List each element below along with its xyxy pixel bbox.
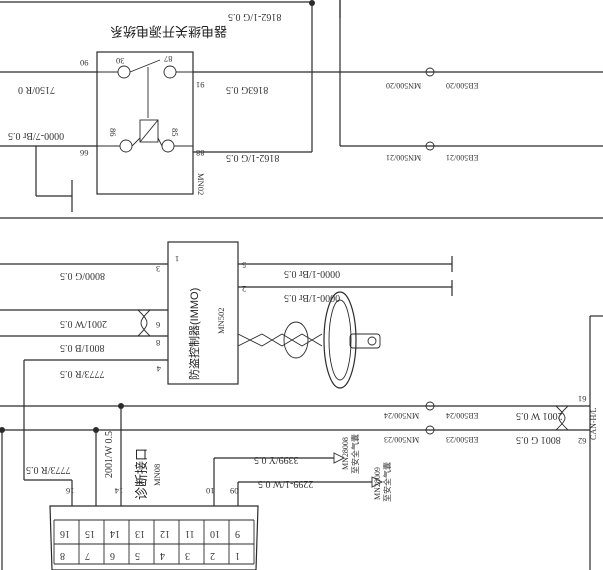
pin-30: 30 — [116, 56, 125, 66]
svg-text:5: 5 — [242, 260, 246, 270]
svg-text:EB500/21: EB500/21 — [446, 153, 478, 162]
wire-label-8163: 8163G 0.5 — [226, 84, 268, 95]
obd-pin-11: 11 — [185, 528, 195, 539]
svg-text:至安全气囊: 至安全气囊 — [382, 462, 392, 502]
wire-label-7773: 7773/R 0.5 — [60, 368, 104, 379]
svg-text:16: 16 — [66, 486, 75, 496]
obd-pin-12: 12 — [160, 528, 170, 539]
wire-label-8162b: 8162-1/G 0.5 — [226, 152, 279, 163]
wire-label-2299: 2299-1/W 0.5 — [258, 478, 313, 489]
pin-85: 85 — [170, 128, 180, 137]
svg-text:至安全气囊: 至安全气囊 — [350, 434, 360, 474]
wire-label-0000-1a: 0000-1/Br 0.5 — [284, 268, 340, 279]
immo-title: 防盗控制器(IMMO) — [187, 288, 201, 380]
pin-87: 87 — [164, 54, 173, 64]
svg-text:62: 62 — [578, 436, 587, 446]
relay-contact-30 — [117, 65, 131, 79]
immo-part: MN502 — [216, 308, 226, 334]
svg-text:EB500/24: EB500/24 — [446, 411, 478, 420]
wire-label-0000-7: 0000-7/Br 0.5 — [8, 130, 64, 141]
obd-pin-10: 10 — [210, 528, 220, 539]
svg-text:2: 2 — [242, 284, 246, 294]
svg-text:8001 G 0.5: 8001 G 0.5 — [516, 434, 561, 445]
relay-contact-85 — [161, 139, 175, 153]
obd-pin-14: 14 — [110, 528, 120, 539]
relay-switch-arm — [129, 59, 161, 73]
obd-pin-15: 15 — [85, 528, 95, 539]
connector-eb500-21 — [425, 141, 435, 151]
obd-pin-1: 1 — [235, 550, 240, 561]
arrow-airbag-2 — [371, 476, 384, 488]
svg-text:4: 4 — [156, 364, 161, 374]
svg-text:8: 8 — [156, 338, 160, 348]
svg-text:3: 3 — [156, 264, 160, 274]
wire-label-3399: 3399/Y 0.5 — [254, 454, 299, 465]
pin-66: 66 — [80, 148, 89, 158]
svg-text:6: 6 — [156, 320, 160, 330]
arrow-airbag-1 — [333, 452, 346, 464]
obd-pin-3: 3 — [185, 550, 190, 561]
svg-text:10: 10 — [206, 486, 215, 496]
svg-text:MN500/24: MN500/24 — [384, 411, 419, 420]
svg-text:MN500/23: MN500/23 — [384, 435, 419, 444]
twisted-pair-left — [137, 309, 151, 337]
obd-pin-13: 13 — [135, 528, 145, 539]
connector-eb500-24 — [425, 401, 435, 411]
relay-contact-86 — [119, 139, 133, 153]
svg-text:MN28008: MN28008 — [341, 437, 350, 470]
svg-text:MN500/20: MN500/20 — [386, 81, 421, 90]
antenna-wires — [237, 333, 323, 347]
key-icon — [349, 333, 381, 349]
obd-title: 诊断接口 — [134, 448, 149, 500]
pin-91: 91 — [196, 80, 205, 90]
wire-label-7150: 7150/R 0 — [18, 84, 55, 95]
immo-box — [167, 241, 239, 385]
svg-text:EB500/20: EB500/20 — [446, 81, 478, 90]
can-label: CAN-H/L — [589, 407, 598, 440]
connector-eb500-20 — [425, 67, 435, 77]
connector-eb500-23 — [425, 425, 435, 435]
wire-label-8001: 8001/B 0.5 — [60, 342, 104, 353]
obd-pin-16: 16 — [60, 528, 70, 539]
obd-pin-2: 2 — [210, 550, 215, 561]
relay-coil — [139, 119, 159, 143]
obd-part: MN08 — [152, 464, 162, 486]
key-ring-icon — [323, 291, 357, 389]
wire-label-2001-w05: 2001/W 0.5 — [104, 431, 115, 478]
svg-text:MN500/21: MN500/21 — [386, 153, 421, 162]
pin-88: 88 — [196, 148, 205, 158]
relay-box — [96, 51, 194, 195]
svg-text:09: 09 — [230, 486, 239, 496]
svg-text:61: 61 — [578, 394, 587, 404]
svg-text:14: 14 — [114, 486, 123, 496]
svg-text:2001 W 0.5: 2001 W 0.5 — [516, 410, 563, 421]
obd-pin-9: 9 — [235, 528, 240, 539]
relay-title: 器电继关开源电统系 — [110, 24, 227, 39]
obd-pin-grid — [53, 520, 255, 564]
obd-pin-4: 4 — [160, 550, 165, 561]
antenna-coil — [283, 321, 309, 359]
svg-text:1: 1 — [175, 254, 179, 264]
twisted-pair-right — [555, 405, 569, 431]
obd-connector — [49, 505, 259, 570]
wire-label-top: 8162-1/G 0.5 — [228, 11, 281, 22]
svg-text:EB500/23: EB500/23 — [446, 435, 478, 444]
obd-pin-6: 6 — [110, 550, 115, 561]
relay-part: MN02 — [196, 173, 206, 195]
relay-contact-87 — [163, 65, 177, 79]
obd-pin-7: 7 — [85, 550, 90, 561]
pin-86: 86 — [108, 128, 118, 137]
obd-pin-8: 8 — [60, 550, 65, 561]
wire-label-7773b: 7773/R 0.5 — [26, 464, 70, 475]
wire-label-0000-1b: 0000-1/Br 0.5 — [284, 292, 340, 303]
obd-pin-5: 5 — [135, 550, 140, 561]
wire-label-8000: 8000/G 0.5 — [60, 270, 105, 281]
wire-label-2001: 2001/W 0.5 — [60, 318, 107, 329]
pin-90: 90 — [80, 58, 89, 68]
svg-text:MN28009: MN28009 — [373, 467, 382, 500]
